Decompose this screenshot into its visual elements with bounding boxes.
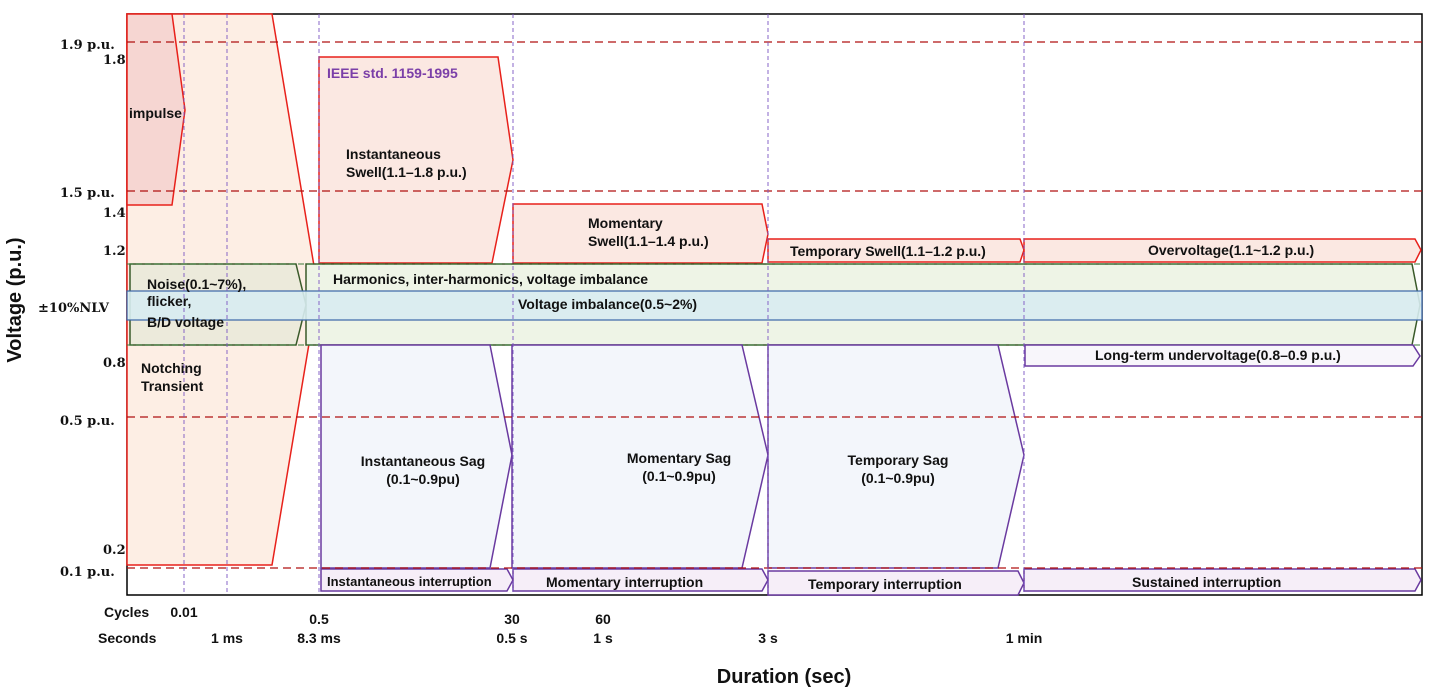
- y-label-1-9pu: 1.9 p.u.: [60, 38, 115, 53]
- temp-int-label: Temporary interruption: [808, 576, 962, 592]
- instantaneous-interruption-region: [320, 568, 514, 592]
- x-second-3s: 3 s: [758, 630, 778, 646]
- y-label-1-4: 1.4: [103, 206, 126, 221]
- y-axis-title: Voltage (p.u.): [4, 237, 26, 362]
- inst-sag-label-1: Instantaneous Sag: [361, 453, 485, 469]
- x-cycle-60: 60: [595, 611, 611, 627]
- overvoltage-region: [1023, 238, 1422, 263]
- temp-sag-label-1: Temporary Sag: [848, 452, 949, 468]
- x-axis-title: Duration (sec): [717, 666, 851, 688]
- y-label-nlv: ±10%NLV: [38, 301, 110, 316]
- long-under-label: Long-term undervoltage(0.8–0.9 p.u.): [1095, 347, 1341, 363]
- inst-int-label: Instantaneous interruption: [327, 574, 492, 589]
- ieee-standard-label: IEEE std. 1159-1995: [327, 65, 458, 81]
- x-second-1ms: 1 ms: [211, 630, 243, 646]
- x-second-1s: 1 s: [593, 630, 613, 646]
- inst-swell-label-1: Instantaneous: [346, 146, 441, 162]
- imbalance-region: [126, 290, 1423, 321]
- y-label-0-1pu: 0.1 p.u.: [60, 565, 115, 580]
- x-second-0-5s: 0.5 s: [496, 630, 527, 646]
- temp-sag-label-2: (0.1~0.9pu): [861, 470, 935, 486]
- y-label-0-8: 0.8: [103, 356, 126, 371]
- x-second-1min: 1 min: [1006, 630, 1043, 646]
- noise-label-3: B/D voltage: [147, 314, 224, 330]
- mom-swell-label-2: Swell(1.1–1.4 p.u.): [588, 233, 709, 249]
- mom-swell-label-1: Momentary: [588, 215, 663, 231]
- temp-swell-label: Temporary Swell(1.1–1.2 p.u.): [790, 243, 986, 259]
- momentary-sag-region: [511, 344, 769, 569]
- y-label-1-2: 1.2: [103, 244, 126, 259]
- y-label-0-2: 0.2: [103, 543, 126, 558]
- noise-label-1: Noise(0.1~7%),: [147, 276, 246, 292]
- x-cycles-title: Cycles: [104, 604, 149, 620]
- impulse-region: [126, 13, 186, 206]
- temporary-swell-region: [767, 238, 1025, 263]
- mom-int-label: Momentary interruption: [546, 574, 703, 590]
- inst-sag-label-2: (0.1~0.9pu): [386, 471, 460, 487]
- imbalance-label: Voltage imbalance(0.5~2%): [518, 296, 697, 312]
- noise-label-2: flicker,: [147, 293, 191, 309]
- sustained-interruption-region: [1023, 568, 1422, 592]
- overvoltage-label: Overvoltage(1.1~1.2 p.u.): [1148, 242, 1314, 258]
- x-second-8-3ms: 8.3 ms: [297, 630, 341, 646]
- x-seconds-title: Seconds: [98, 630, 157, 646]
- x-cycle-0-01: 0.01: [170, 604, 197, 620]
- x-cycle-30: 30: [504, 611, 520, 627]
- momentary-interruption-region: [512, 568, 769, 592]
- temporary-sag-region: [767, 344, 1025, 569]
- mom-sag-label-2: (0.1~0.9pu): [642, 468, 716, 484]
- sus-int-label: Sustained interruption: [1132, 574, 1281, 590]
- harmonics-label: Harmonics, inter-harmonics, voltage imba…: [333, 271, 648, 287]
- x-cycle-0-5: 0.5: [309, 611, 329, 627]
- impulse-label: impulse: [129, 105, 182, 121]
- notching-label-2: Transient: [141, 378, 204, 394]
- inst-swell-label-2: Swell(1.1–1.8 p.u.): [346, 164, 467, 180]
- instantaneous-sag-region: [320, 344, 513, 569]
- y-label-0-5pu: 0.5 p.u.: [60, 414, 115, 429]
- y-label-1-8: 1.8: [103, 53, 126, 68]
- y-label-1-5pu: 1.5 p.u.: [60, 186, 115, 201]
- long-undervoltage-region: [1024, 344, 1421, 367]
- mom-sag-label-1: Momentary Sag: [627, 450, 731, 466]
- instantaneous-swell-region: [318, 56, 514, 264]
- notching-label-1: Notching: [141, 360, 202, 376]
